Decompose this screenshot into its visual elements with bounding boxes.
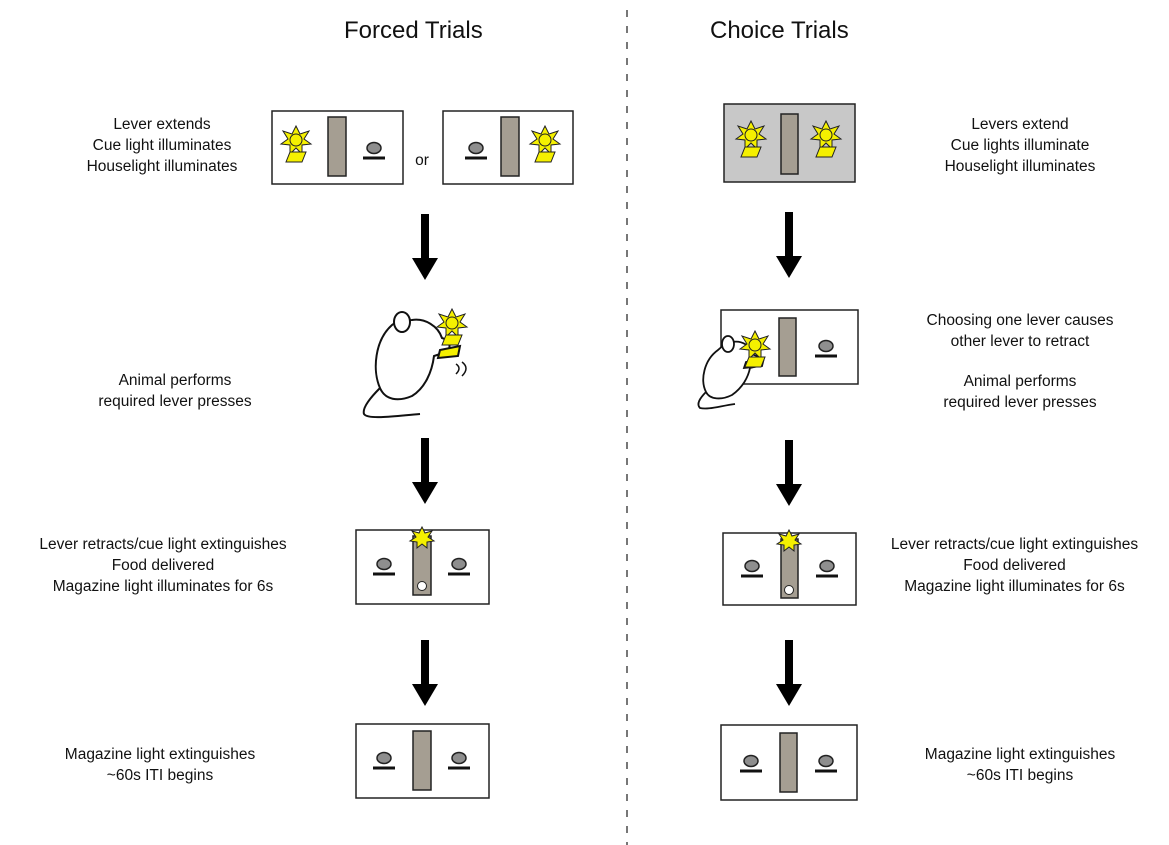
forced-step4-label: Magazine light extinguishes~60s ITI begi…: [64, 746, 256, 784]
arrow-down-icon: [412, 214, 438, 280]
chamber-box-food-delivered: [355, 525, 490, 605]
or-label: or: [415, 152, 429, 169]
chamber-box-right-lever: [442, 110, 574, 185]
arrow-down-icon: [412, 640, 438, 706]
arrow-down-icon: [776, 640, 802, 706]
rat-choice-icon: [697, 330, 771, 410]
forced-trials-title: Forced Trials: [344, 17, 483, 44]
arrow-down-icon: [776, 212, 802, 278]
chamber-box-both-levers: [723, 103, 856, 183]
choice-step4-label: Magazine light extinguishes~60s ITI begi…: [924, 746, 1116, 784]
chamber-box-left-lever: [271, 110, 404, 185]
arrow-down-icon: [412, 438, 438, 504]
chamber-box-choice-iti: [720, 724, 858, 801]
rat-icon: [362, 308, 468, 419]
chamber-box-choice-food-delivered: [722, 528, 857, 606]
choice-trials-title: Choice Trials: [710, 17, 849, 44]
arrow-down-icon: [776, 440, 802, 506]
chamber-box-iti: [355, 723, 490, 799]
